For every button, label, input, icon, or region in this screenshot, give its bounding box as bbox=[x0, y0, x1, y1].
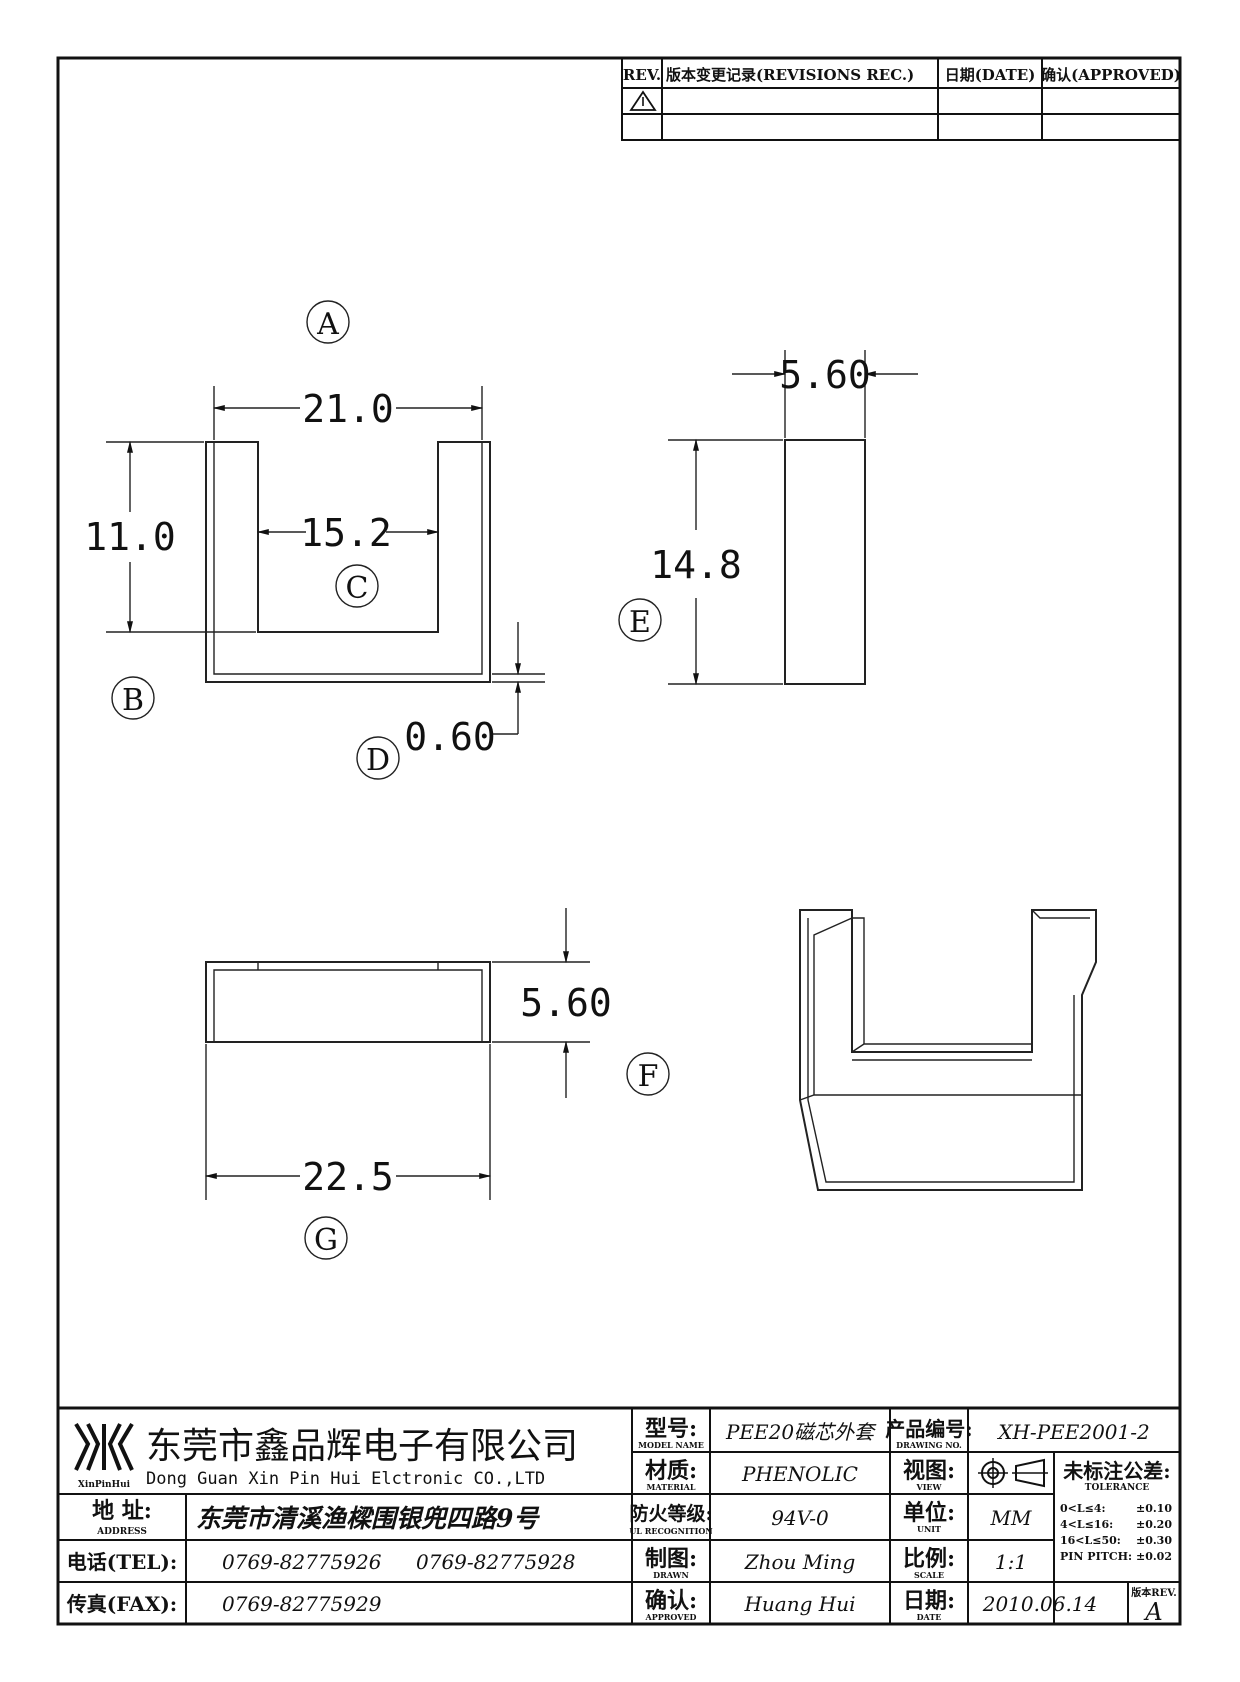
view-label-en: VIEW bbox=[915, 1482, 942, 1492]
title-block: XinPinHui 东莞市鑫品辉电子有限公司 Dong Guan Xin Pin… bbox=[56, 1406, 1182, 1626]
rev-header: REV. bbox=[623, 66, 661, 84]
drawn-value: Zhou Ming bbox=[744, 1550, 856, 1574]
material-label-en: MATERIAL bbox=[647, 1482, 696, 1492]
rev-label: 版本REV. bbox=[1131, 1586, 1176, 1599]
unit-label-en: UNIT bbox=[917, 1524, 941, 1534]
scale-label-en: SCALE bbox=[914, 1570, 944, 1580]
logo-text: XinPinHui bbox=[78, 1480, 131, 1490]
drawing-no-label: 产品编号: bbox=[885, 1417, 972, 1441]
dim-height-14-8: 14.8 bbox=[650, 543, 742, 587]
scale-label: 比例: bbox=[903, 1546, 955, 1572]
tolerance-range-4: PIN PITCH: bbox=[1060, 1550, 1132, 1563]
ul-label: 防火等级: bbox=[629, 1502, 712, 1525]
bottom-view: 5.60 22.5 F G bbox=[204, 908, 670, 1260]
model-label: 型号: bbox=[645, 1416, 697, 1442]
material-value: PHENOLIC bbox=[741, 1462, 858, 1486]
revision-triangle-icon bbox=[629, 90, 657, 111]
unit-value: MM bbox=[990, 1506, 1032, 1530]
revision-date-header: 日期(DATE) bbox=[945, 66, 1036, 84]
projection-symbol-icon bbox=[978, 1458, 1048, 1488]
callout-d: D bbox=[366, 743, 390, 778]
drawn-label: 制图: bbox=[645, 1546, 697, 1572]
unit-label: 单位: bbox=[903, 1500, 955, 1526]
approved-label-en: APPROVED bbox=[645, 1612, 697, 1622]
dim-depth-5-60: 5.60 bbox=[520, 981, 612, 1025]
drawing-no-value: XH-PEE2001-2 bbox=[996, 1420, 1149, 1444]
date-value: 2010.06.14 bbox=[982, 1592, 1098, 1616]
company-logo-icon bbox=[74, 1422, 134, 1471]
model-value: PEE20磁芯外套 bbox=[725, 1420, 877, 1444]
tolerance-range-3: 16<L≤50: bbox=[1060, 1534, 1121, 1547]
date-label: 日期: bbox=[903, 1588, 955, 1614]
address-label-en: ADDRESS bbox=[96, 1527, 147, 1537]
tel-2: 0769-82775928 bbox=[416, 1550, 575, 1574]
side-view: 5.60 14.8 E bbox=[618, 350, 918, 686]
callout-b: B bbox=[122, 683, 144, 718]
company-name-en: Dong Guan Xin Pin Hui Elctronic CO.,LTD bbox=[146, 1469, 545, 1489]
callout-c: C bbox=[346, 571, 369, 606]
material-label: 材质: bbox=[645, 1458, 697, 1484]
tolerance-value-1: ±0.10 bbox=[1136, 1502, 1172, 1515]
sheet-border bbox=[56, 56, 1182, 1626]
revision-table: REV. 版本变更记录(REVISIONS REC.) 日期(DATE) 确认(… bbox=[621, 57, 1181, 141]
tolerance-value-4: ±0.02 bbox=[1136, 1550, 1172, 1563]
tel-1: 0769-82775926 bbox=[222, 1550, 382, 1574]
fax-label: 传真(FAX): bbox=[66, 1592, 177, 1616]
drawing-no-label-en: DRAWING NO. bbox=[896, 1440, 962, 1450]
dim-height-11: 11.0 bbox=[84, 515, 176, 559]
tel-label: 电话(TEL): bbox=[67, 1550, 178, 1574]
tolerance-label: 未标注公差: bbox=[1063, 1459, 1170, 1483]
callout-e: E bbox=[629, 605, 651, 640]
tolerance-label-en: TOLERANCE bbox=[1085, 1483, 1150, 1493]
dim-length-22-5: 22.5 bbox=[302, 1155, 394, 1199]
tolerance-value-3: ±0.30 bbox=[1136, 1534, 1172, 1547]
date-label-en: DATE bbox=[917, 1612, 942, 1622]
ul-value: 94V-0 bbox=[771, 1506, 829, 1530]
scale-value: 1:1 bbox=[995, 1550, 1027, 1574]
rev-value: A bbox=[1143, 1598, 1162, 1626]
approved-label: 确认: bbox=[645, 1588, 697, 1614]
ul-label-en: UL RECOGNITION bbox=[629, 1526, 712, 1536]
address-label: 地 址: bbox=[92, 1498, 152, 1524]
front-view: 21.0 15.2 11.0 0.60 A B C D bbox=[84, 300, 545, 780]
model-label-en: MODEL NAME bbox=[638, 1440, 704, 1450]
revision-approved-header: 确认(APPROVED) bbox=[1041, 66, 1181, 84]
dim-thickness-5-60: 5.60 bbox=[779, 353, 871, 397]
isometric-view bbox=[799, 909, 1097, 1191]
address-value: 东莞市清溪渔樑围银兜四路9号 bbox=[196, 1504, 540, 1533]
tolerance-value-2: ±0.20 bbox=[1136, 1518, 1172, 1531]
approved-value: Huang Hui bbox=[743, 1592, 855, 1616]
company-name-cn: 东莞市鑫品辉电子有限公司 bbox=[146, 1426, 578, 1467]
tolerance-range-1: 0<L≤4: bbox=[1060, 1502, 1106, 1515]
fax-value: 0769-82775929 bbox=[222, 1592, 382, 1616]
dim-wall-0-60: 0.60 bbox=[404, 715, 496, 759]
view-label: 视图: bbox=[903, 1458, 955, 1484]
callout-a: A bbox=[316, 307, 339, 342]
revisions-record-header: 版本变更记录(REVISIONS REC.) bbox=[666, 66, 914, 84]
dim-inner-15-2: 15.2 bbox=[300, 511, 392, 555]
callout-f: F bbox=[638, 1059, 659, 1094]
drawn-label-en: DRAWN bbox=[653, 1570, 689, 1580]
dim-width-21: 21.0 bbox=[302, 387, 394, 431]
callout-g: G bbox=[314, 1223, 338, 1258]
tolerance-range-2: 4<L≤16: bbox=[1060, 1518, 1113, 1531]
